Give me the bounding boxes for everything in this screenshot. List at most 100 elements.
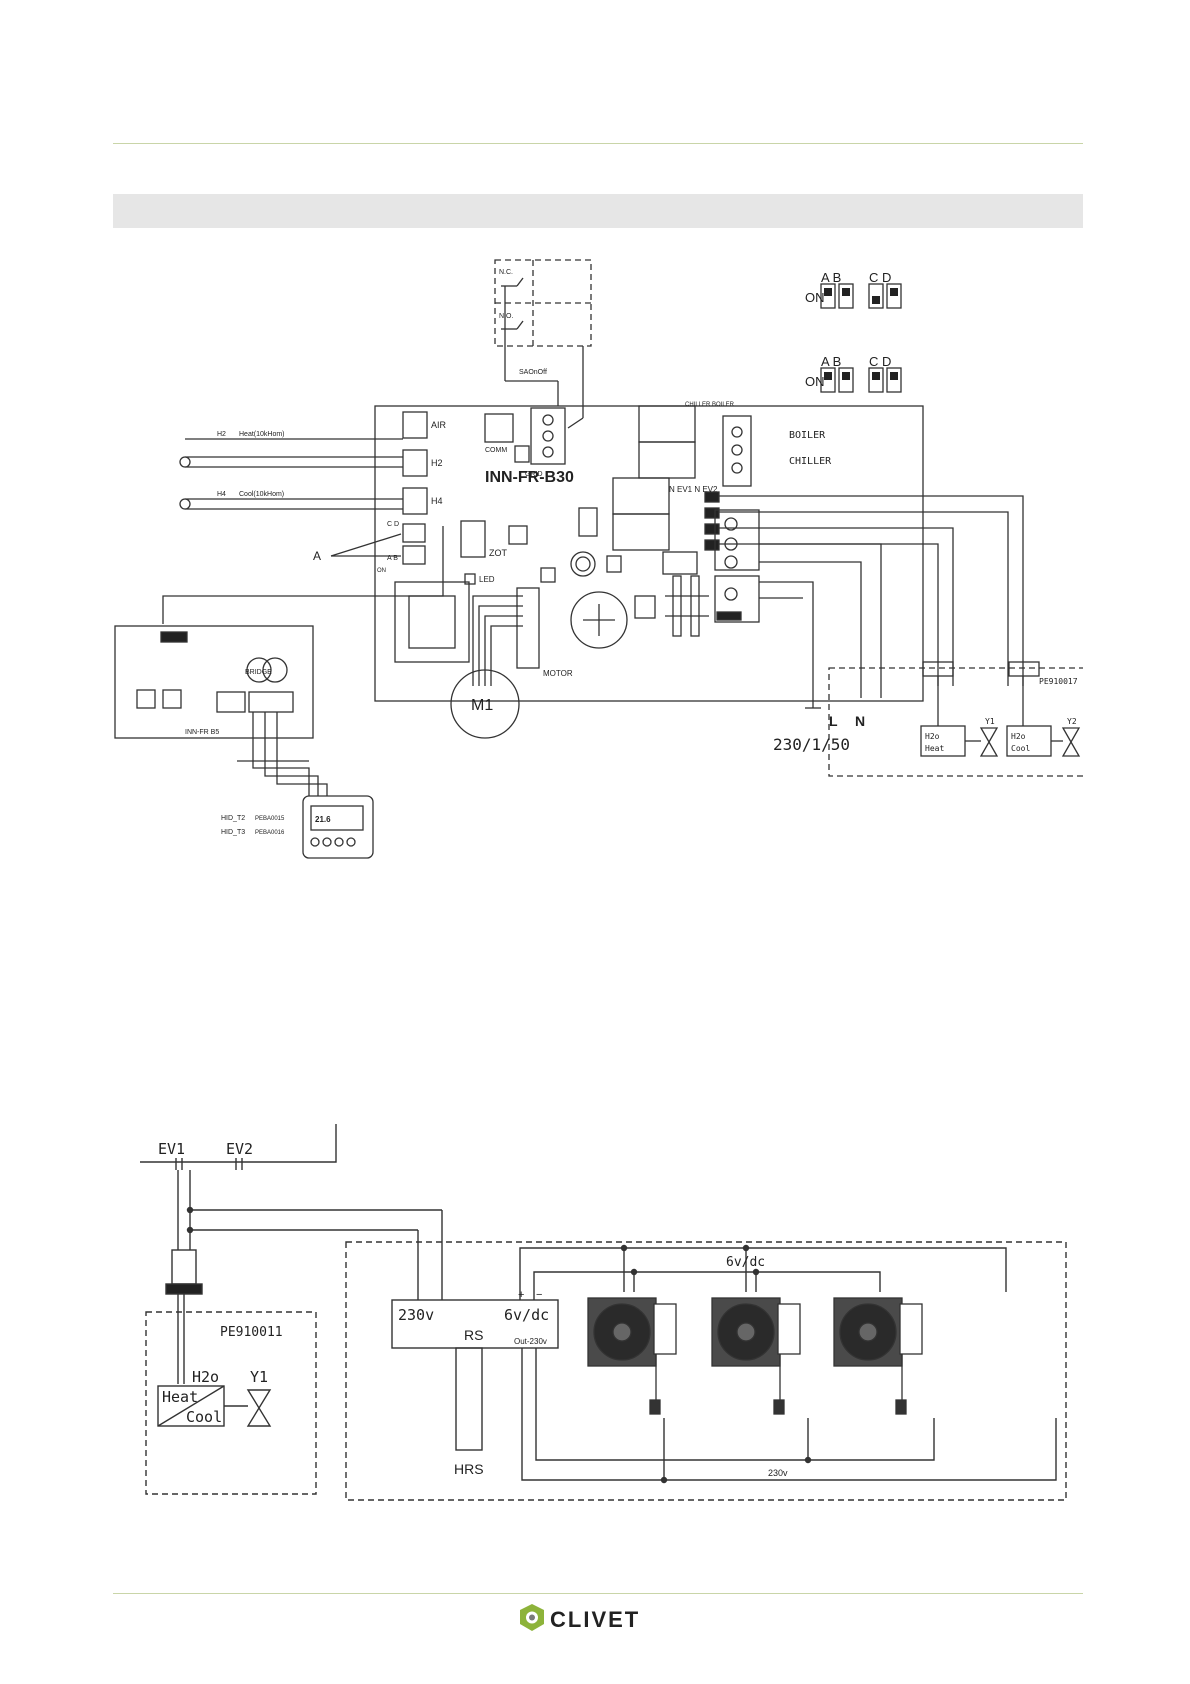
hrs-sensor [455,1347,483,1451]
no-label: N.O. [499,313,513,320]
lower-valve-y1 [246,1389,272,1427]
h4-sensor-label: Cool(10kHom) [239,491,284,498]
chiller-boiler-label: CHILLER BOILER [685,402,735,408]
ic-chip [578,507,598,537]
lower-h2o: H2o [192,1368,219,1386]
saonoff-label: SAOnOff [519,369,547,376]
h4-sensor-tag: H4 [217,491,226,498]
comm-connector [484,413,514,443]
valve-h2o-heat-2: Heat [925,744,944,753]
led-label: LED [479,575,495,584]
lower-valve-plug [171,1249,197,1285]
legend-dip-c2 [868,367,884,393]
battery [570,591,628,649]
zot-label: ZOT [489,548,507,558]
power-n: N [855,713,865,729]
nc-label: N.C. [499,269,513,276]
rs-plus: + [518,1289,524,1301]
legend2-ab: A B [821,354,841,369]
ev2-label: EV2 [226,1140,253,1158]
bridge-label: BRIDGE [245,669,272,676]
power-l: L [829,713,838,729]
h4-connector [402,487,428,515]
valve-box-top [828,667,1083,777]
legend2-cd: C D [869,354,891,369]
peba16: PEBA0016 [255,830,285,836]
fan-3 [833,1297,923,1415]
motor-label: M1 [471,697,493,714]
zot-connector [460,520,486,558]
fan-wiring-diagram: EV1 EV2 PE910011 H2o Y1 Heat Cool 230v 6… [140,1124,1067,1501]
legend-dip-b1 [838,283,854,309]
bridge-name: INN-FR B5 [185,729,219,736]
logo-text: CLIVET [550,1607,640,1632]
lower-heat: Heat [162,1388,198,1406]
dip-ab-label: A B [387,555,398,562]
dip-cd [402,523,426,543]
thermostat-display [310,805,364,831]
transformer [394,581,470,663]
bus-6vdc-label: 6v/dc [726,1255,765,1270]
peba15: PEBA0015 [255,816,285,822]
motor-connector [516,587,540,669]
dip-ab [402,545,426,565]
h2-sensor-label: Heat(10kHom) [239,431,285,438]
top-rule [113,143,1083,144]
grid-terminal [530,407,566,465]
board-wiring-diagram: INN-FR-B30 AIR H2 H4 COMM GRID ZOT LED M… [114,259,1083,859]
rs-6vdc-label: 6v/dc [504,1306,549,1324]
rs-system-box [345,1241,1067,1501]
comm-label: COMM [485,447,507,454]
h2-sensor-tag: H2 [217,431,226,438]
ev1-label: EV1 [158,1140,185,1158]
air-label: AIR [431,420,447,430]
valve-h2o-cool-1: H2o [1011,732,1026,741]
relay-4 [612,513,670,551]
legend-dip-a2 [820,367,836,393]
valve-h2o-cool-2: Cool [1011,744,1030,753]
valve-y1: Y1 [985,717,995,726]
legend-dip-c1 [868,283,884,309]
power-terminal [714,509,760,571]
legend2-on: ON [805,374,825,389]
motor-conn-label: MOTOR [543,669,573,678]
relay-2 [638,441,696,479]
callout-a: A [313,549,321,563]
dip-cd-label: C D [387,521,399,528]
rs-label: RS [464,1327,483,1343]
legend1-cd: C D [869,270,891,285]
rs-out-label: Out-230v [514,1337,547,1346]
rs-minus: − [536,1289,542,1301]
hid-t2: HID_T2 [221,815,245,822]
bottom-rule [113,1593,1083,1594]
legend-dip-d2 [886,367,902,393]
valve-y2: Y2 [1067,717,1077,726]
lower-valve-box [145,1311,317,1495]
board-outline [374,405,924,702]
legend-dip-b2 [838,367,854,393]
hrs-label: HRS [454,1461,484,1477]
clivet-logo: CLIVET [520,1604,640,1632]
chiller-boiler-terminal [722,415,752,487]
lower-pe-code: PE910011 [220,1325,283,1340]
chip-square [508,525,528,545]
rs-230-label: 230v [398,1306,434,1324]
bus-230-label: 230v [768,1468,788,1478]
relay-3 [612,477,670,515]
h2-conn-label: H2 [431,458,443,468]
valve-plug-2 [1008,661,1040,677]
thermostat-body [302,795,374,859]
legend1-on: ON [805,290,825,305]
legend1-ab: A B [821,270,841,285]
chiller-label: CHILLER [789,456,832,467]
power-spec: 230/1/50 [773,735,850,754]
air-connector [402,411,428,439]
hid-t3: HID_T3 [221,829,245,836]
relay-1 [638,405,696,443]
ev-label: N EV1 N EV2 [669,485,718,494]
boiler-label: BOILER [789,430,826,441]
valve-code-top: PE910017 [1039,677,1078,686]
section-header-bar [113,194,1083,228]
fan-1 [587,1297,677,1415]
h2-connector [402,449,428,477]
